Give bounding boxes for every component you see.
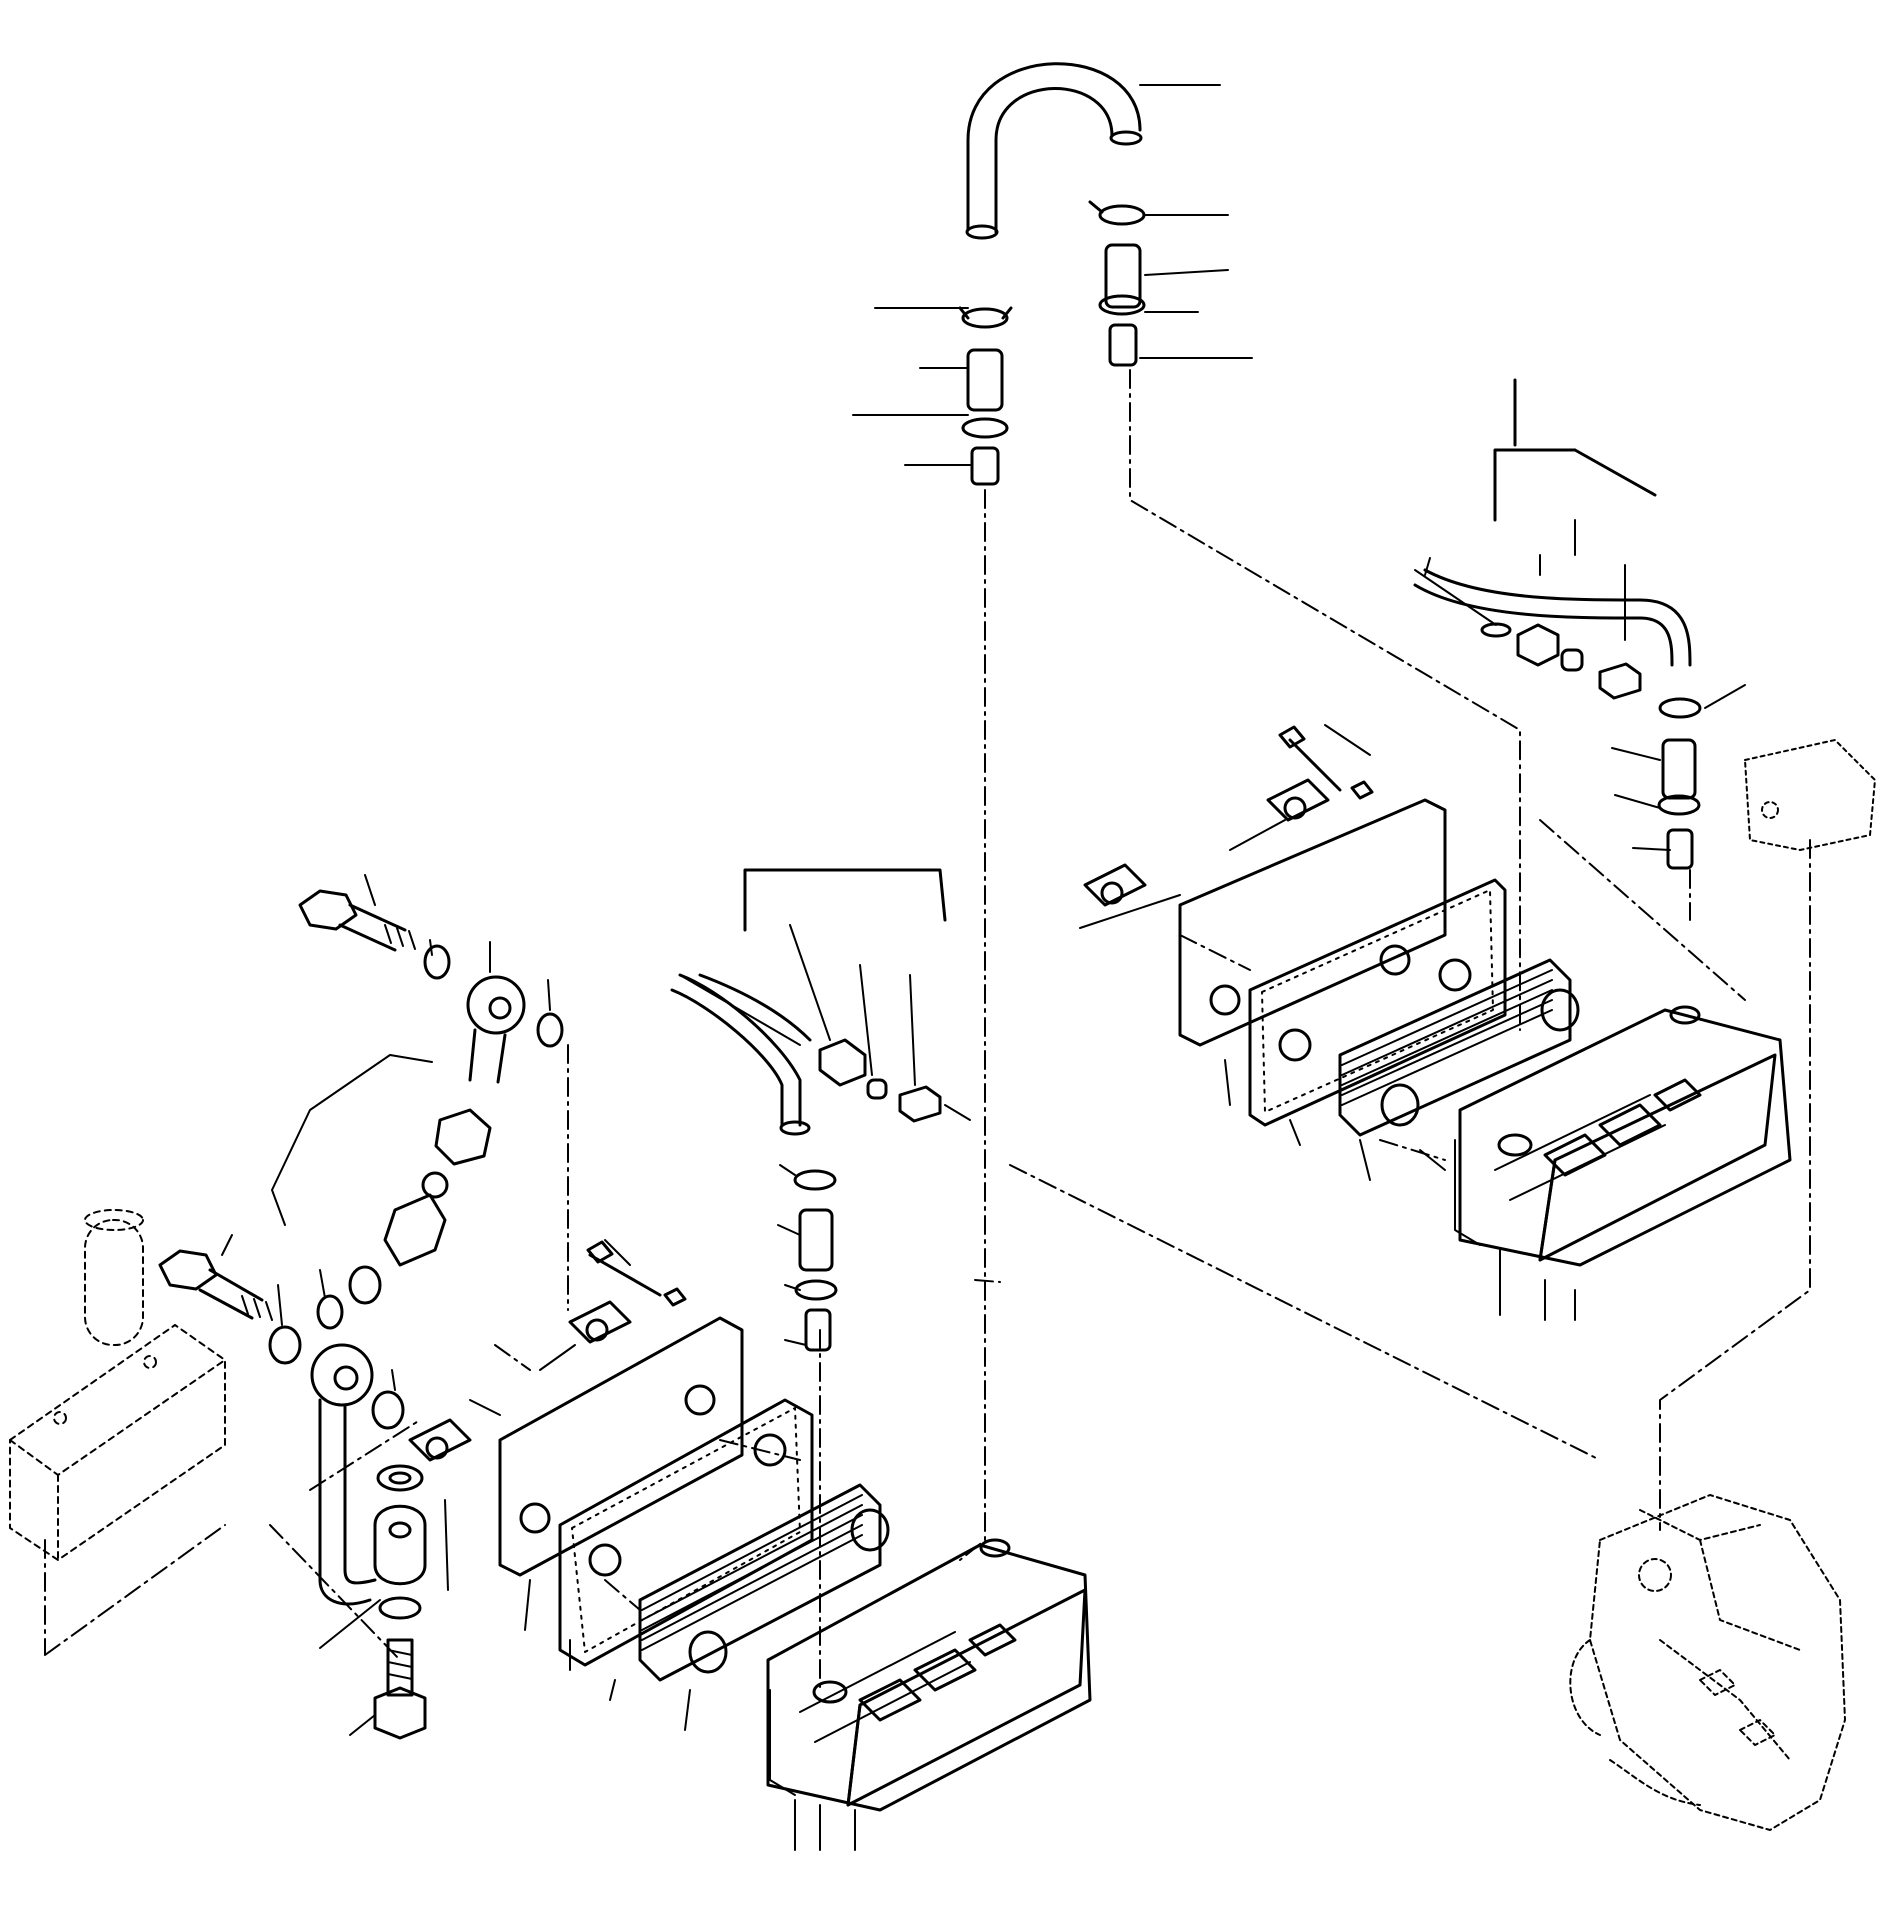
nut-icon xyxy=(434,1108,492,1166)
seal-icon xyxy=(1083,863,1147,907)
bolt-head-icon xyxy=(586,1240,614,1264)
hose-clamp-icon xyxy=(1098,204,1146,226)
hose-sleeve-icon xyxy=(1104,243,1142,309)
hose-sleeve-icon xyxy=(1661,738,1697,800)
manifold-block-phantom xyxy=(9,1209,226,1561)
ferrule-icon xyxy=(1560,648,1584,672)
housing-flange xyxy=(1538,1053,1777,1262)
banjo-bolt-head-icon xyxy=(158,1249,218,1291)
ferrule-icon xyxy=(866,1078,888,1100)
cooler-housing xyxy=(766,1543,1092,1812)
adapter-icon xyxy=(898,1085,942,1123)
left-oil-cooler-assembly xyxy=(408,1240,1092,1812)
banjo-bolt-head-icon xyxy=(298,889,358,931)
ferrule-icon xyxy=(421,1171,449,1199)
hose-clamp-icon xyxy=(961,417,1009,439)
nut-icon xyxy=(1516,623,1560,667)
banjo-eye-icon xyxy=(310,1343,374,1407)
left-banjo-fitting-group xyxy=(158,889,564,1740)
cooler-housing xyxy=(1458,1008,1792,1267)
hose-clamp-icon xyxy=(1098,294,1146,316)
washer-icon xyxy=(376,1464,424,1492)
hose-clamp-icon xyxy=(794,1279,838,1301)
left-hose-connector-stack xyxy=(958,306,1013,486)
tube-stub-icon xyxy=(804,1308,832,1352)
union-elbow-icon xyxy=(383,1193,447,1267)
right-bracket-phantom xyxy=(1744,739,1876,851)
hose-sleeve-icon xyxy=(798,1208,834,1272)
adapter-icon xyxy=(1598,662,1642,700)
right-hose-connector-stack xyxy=(1088,200,1146,367)
gasket xyxy=(1248,878,1507,1127)
right-hose-branch-group xyxy=(1413,378,1702,870)
nut-icon xyxy=(818,1038,867,1087)
seal-icon xyxy=(568,1300,632,1344)
hose-sleeve-icon xyxy=(966,348,1004,412)
right-oil-cooler-assembly xyxy=(1083,725,1792,1267)
cooler-core xyxy=(638,1483,882,1682)
washer-icon xyxy=(371,1390,405,1430)
seal-icon xyxy=(408,1418,472,1462)
hose-clamp-icon xyxy=(793,1169,837,1191)
washer-icon xyxy=(423,944,451,980)
tube-stub-icon xyxy=(1666,828,1694,870)
cover-plate xyxy=(1178,798,1447,1047)
hose-clamp-icon xyxy=(1658,697,1702,719)
washer-icon xyxy=(378,1596,422,1620)
center-lines xyxy=(44,369,1811,1691)
nut-icon xyxy=(663,1287,687,1307)
left-hose-branch-group xyxy=(670,868,947,1352)
washer-icon xyxy=(536,1012,564,1048)
nut-icon xyxy=(1350,780,1374,800)
tube-stub-icon xyxy=(1108,323,1138,367)
cover-plate xyxy=(498,1316,744,1577)
gasket xyxy=(558,1398,814,1667)
seal-icon xyxy=(1266,778,1330,822)
housing-flange xyxy=(846,1588,1087,1807)
banjo-bolt-head-icon xyxy=(373,1686,427,1740)
washer-icon xyxy=(316,1294,344,1330)
washer-icon xyxy=(268,1325,302,1365)
banjo-eye-icon xyxy=(466,975,526,1035)
leader-lines xyxy=(221,84,1746,1851)
tube-stub-icon xyxy=(970,446,1000,486)
bolt-head-icon xyxy=(1278,725,1306,749)
hose-clamp-icon xyxy=(1657,794,1701,816)
cooler-core xyxy=(1338,958,1572,1137)
top-return-hose xyxy=(965,62,1143,240)
pump-housing-phantom xyxy=(1569,1494,1846,1831)
hose-clamp-icon xyxy=(961,307,1009,329)
banjo-eye-icon xyxy=(373,1504,427,1586)
